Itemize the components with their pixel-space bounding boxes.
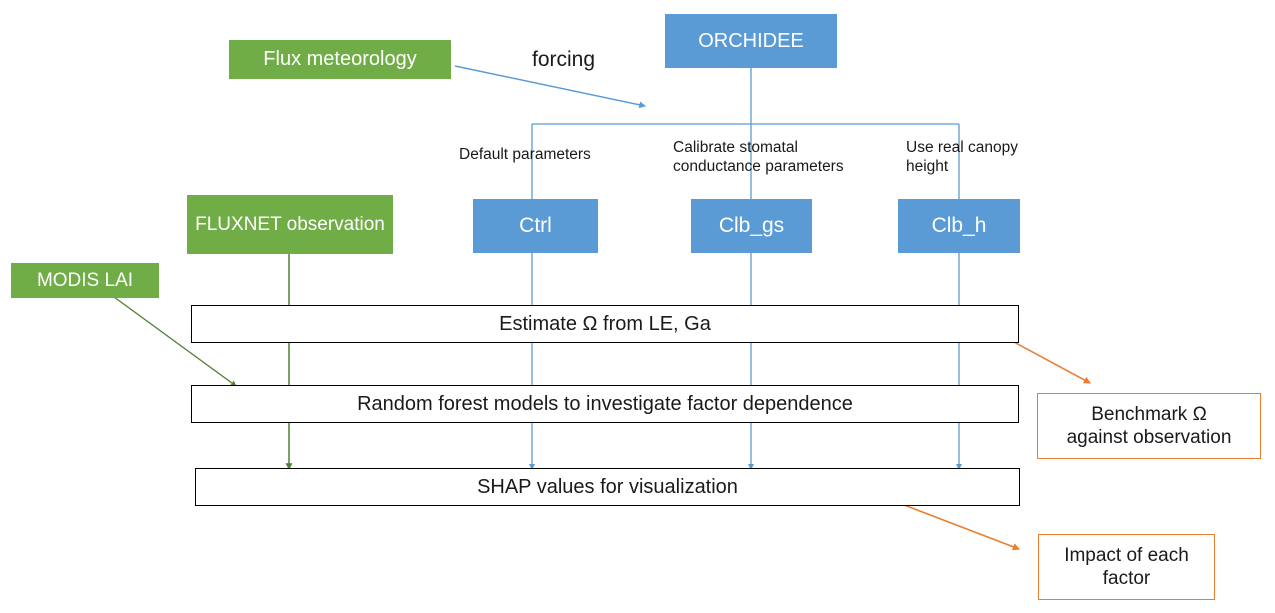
label-use-real-canopy-height: Use real canopy height <box>906 139 1019 175</box>
node-flux-meteorology[interactable]: Flux meteorology <box>229 40 451 79</box>
node-fluxnet-observation[interactable]: FLUXNET observation <box>187 195 393 254</box>
node-random-forest[interactable]: Random forest models to investigate fact… <box>191 385 1019 423</box>
node-impact-of-each-factor[interactable]: Impact of each factor <box>1038 534 1215 600</box>
node-shap-values[interactable]: SHAP values for visualization <box>195 468 1020 506</box>
node-clb-gs[interactable]: Clb_gs <box>691 199 812 253</box>
node-estimate-omega[interactable]: Estimate Ω from LE, Ga <box>191 305 1019 343</box>
label-forcing: forcing <box>532 48 596 71</box>
node-benchmark-omega[interactable]: Benchmark Ω against observation <box>1037 393 1261 459</box>
node-modis-lai[interactable]: MODIS LAI <box>11 263 159 298</box>
node-ctrl[interactable]: Ctrl <box>473 199 598 253</box>
node-orchidee[interactable]: ORCHIDEE <box>665 14 837 68</box>
node-clb-h[interactable]: Clb_h <box>898 199 1020 253</box>
label-default-parameters: Default parameters <box>459 146 591 163</box>
label-calibrate-stomatal-conductance: Calibrate stomatal conductance parameter… <box>673 139 844 175</box>
